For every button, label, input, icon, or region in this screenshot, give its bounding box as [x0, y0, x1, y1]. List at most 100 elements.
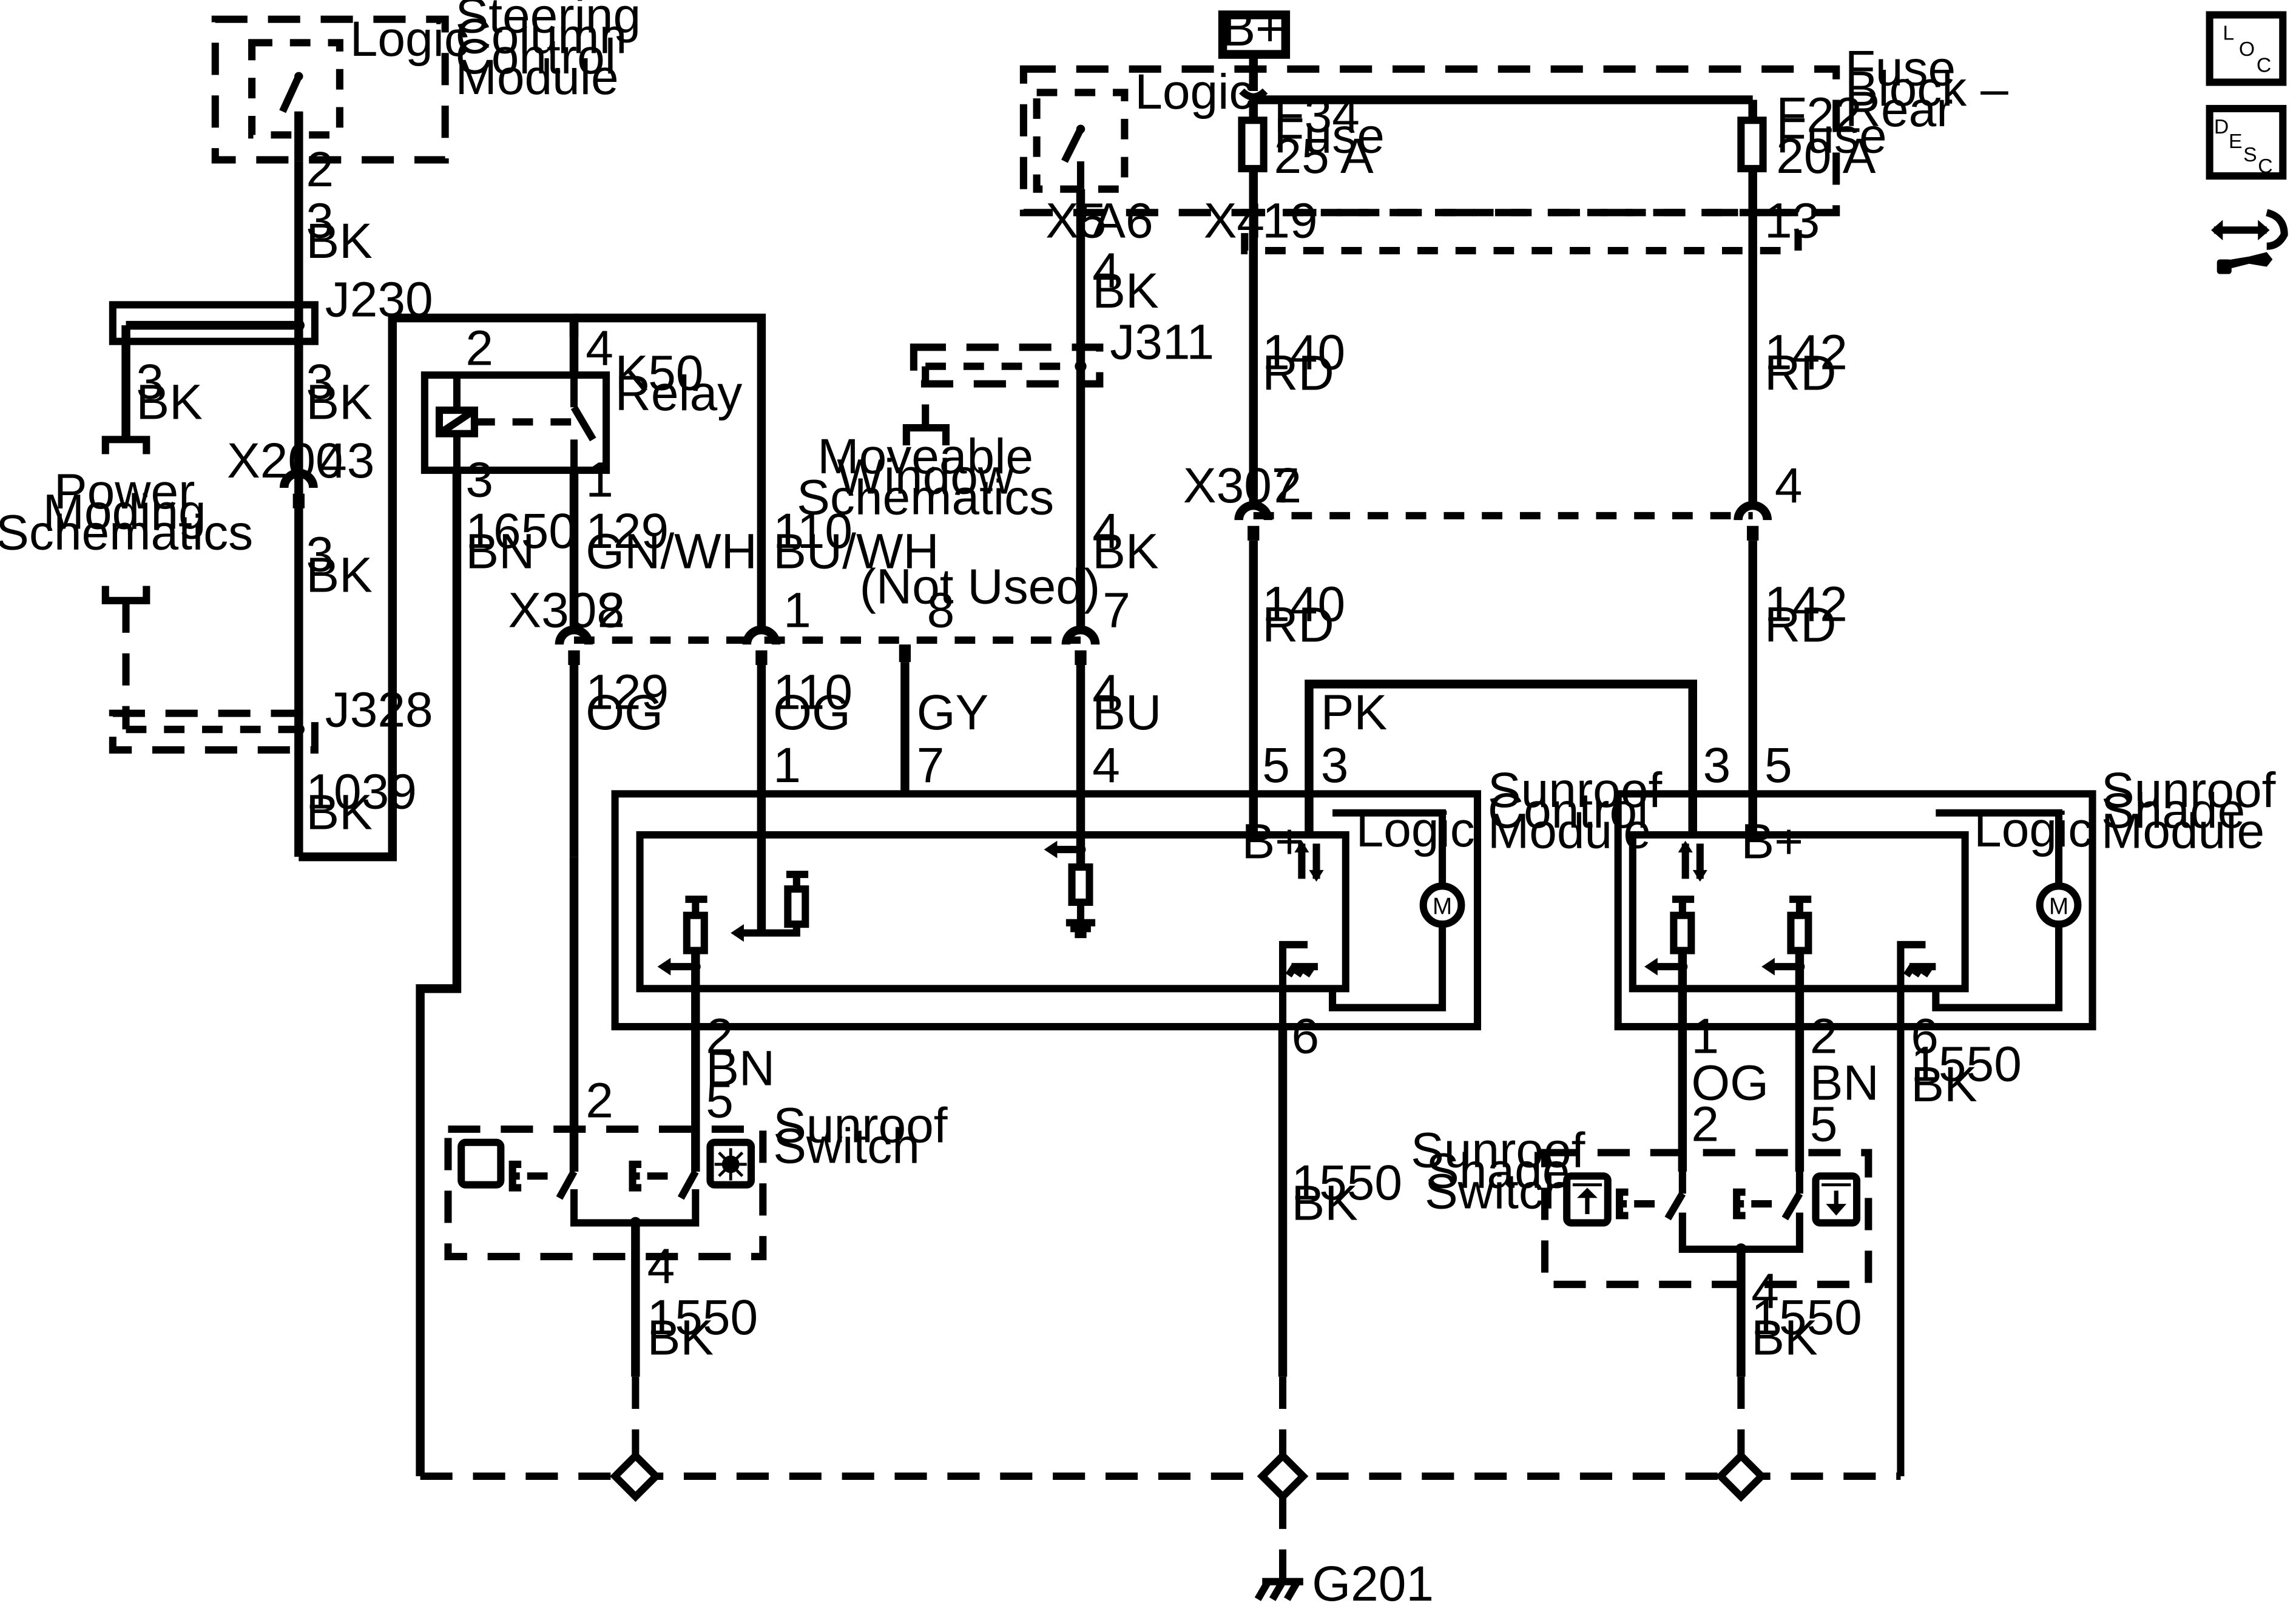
wire-color-label: BN: [706, 1041, 775, 1096]
power-moding-label: Power: [54, 464, 195, 519]
f22-fuse-icon: [1737, 116, 1767, 172]
switch-pin-label: 2: [586, 1073, 613, 1129]
j328-label: J328: [325, 682, 433, 737]
relay-contact-icon: [570, 375, 596, 471]
not-used-label: (Not Used): [860, 559, 1101, 615]
power-moding-label: Schematics: [0, 505, 253, 560]
relay-coil-icon: [435, 375, 575, 471]
k50-pin-label: 2: [465, 320, 493, 376]
ssm-label: Shade: [2101, 783, 2245, 839]
k50-label: K50: [615, 345, 704, 400]
fuse-block-label: Rear: [1845, 82, 1953, 137]
sunroof-switch-box: [444, 1125, 767, 1260]
wire-color-label: BN: [1810, 1056, 1879, 1111]
f34-label: Fuse: [1274, 108, 1385, 163]
x308-pin-label: 7: [1102, 582, 1130, 638]
location-view-button[interactable]: L O C: [2206, 11, 2287, 86]
ssm-pin-label: 3: [1703, 738, 1731, 793]
ground-splice-icon: [610, 1450, 661, 1502]
wire-color-label: BK: [1911, 1057, 1977, 1112]
k50-pin-label: 4: [586, 320, 613, 376]
wire-color-label: BK: [1092, 263, 1158, 319]
wire-color-label: 1650: [465, 504, 576, 559]
scm-pin-label: 7: [917, 738, 945, 793]
shade-open-icon: [1563, 1172, 1612, 1227]
wire-color-label: 1550: [647, 1290, 758, 1345]
ssm-b-plus-label: B+: [1741, 814, 1803, 869]
j311-label: J311: [1110, 315, 1214, 370]
desc-icon-letter: E: [2229, 130, 2243, 153]
ssm-motor-label: M: [2049, 893, 2068, 919]
scc-module-label-4: Module: [456, 50, 619, 105]
wire-color-label: BK: [306, 547, 372, 603]
ssm-pin-label: 2: [1810, 1009, 1838, 1064]
ssm-pin-label: 5: [1764, 738, 1792, 793]
f22-label: 20 A: [1776, 129, 1876, 184]
sunroof-shade-module-box: [1614, 790, 2096, 1031]
wire-color-label: OG: [586, 685, 663, 740]
sunroof-switch-label: Sunroof: [773, 1098, 948, 1153]
f22-label: Fuse: [1776, 108, 1886, 163]
shade-switch-pin-label: 2: [1691, 1096, 1719, 1152]
scm-bidirectional-arrows-icon: [1294, 840, 1324, 882]
sunroof-switch-contacts-icon: [508, 1160, 700, 1227]
x200-connector-icon: [279, 468, 318, 488]
wire-color-label: RD: [1262, 345, 1334, 400]
x308-pin-label: 2: [598, 582, 626, 638]
wire-color-label: 3: [306, 193, 334, 248]
k50-pin-label: 3: [465, 452, 493, 507]
switch-pin-label: 4: [647, 1238, 675, 1294]
desc-icon-letter: D: [2214, 115, 2229, 138]
sunroof-shade-switch-box: [1541, 1149, 1872, 1288]
scm-pin-label: 6: [1292, 1009, 1320, 1064]
desc-icon-letter: C: [2258, 155, 2272, 178]
scc-module-label-2: Column: [456, 8, 627, 64]
wire-color-label: 140: [1262, 325, 1345, 380]
ground-splice-icon: [1715, 1450, 1767, 1502]
wire-color-label: BU/WH: [773, 524, 939, 579]
wire-color-label: 1039: [306, 765, 417, 820]
ssm-pullup-resistor-icons: [1644, 896, 1812, 1172]
shade-switch-label: Switch: [1425, 1164, 1572, 1219]
ssm-logic-label: Logic: [1974, 802, 2093, 857]
wire-color-label: 3: [306, 527, 334, 582]
scm-pin-label: 5: [1262, 738, 1290, 793]
scc-module-box: [211, 15, 449, 164]
scc-module-label-1: Steering: [456, 0, 641, 43]
wire-color-label: RD: [1764, 345, 1837, 400]
wire-color-label: 1550: [1292, 1155, 1403, 1210]
wire-color-label: 3: [306, 354, 334, 410]
wire-color-label: 110: [773, 504, 853, 559]
g201-label: G201: [1312, 1556, 1434, 1612]
scm-pin-label: 2: [706, 1009, 734, 1064]
wire-color-label: BK: [647, 1311, 714, 1366]
x200-label: X200: [227, 433, 343, 488]
wire-color-label: 1550: [1751, 1290, 1862, 1345]
scc-logic-box: [248, 39, 343, 139]
power-moding-label: Moding: [43, 485, 206, 540]
wire-color-label: BN: [465, 524, 535, 579]
wire-color-label: PK: [1321, 685, 1387, 740]
wire-color-label: OG: [773, 685, 851, 740]
desc-icon-letter: S: [2243, 143, 2257, 166]
description-view-button[interactable]: D E S C: [2206, 104, 2287, 180]
scm-motor-icon: [1419, 882, 1465, 928]
ssm-motor-icon: [2036, 882, 2082, 928]
ground-splice-icon: [1257, 1450, 1309, 1502]
f34-fuse-icon: [1238, 116, 1268, 172]
fuse-block-label: Fuse: [1845, 41, 1956, 96]
wire-color-label: BK: [1292, 1176, 1358, 1231]
x5-label: X5: [1045, 193, 1106, 248]
shade-switch-pin-label: 5: [1810, 1096, 1838, 1152]
ssm-pin-label: 6: [1911, 1009, 1939, 1064]
sunroof-closed-icon: [458, 1138, 505, 1189]
j328-splice: [109, 709, 319, 754]
scm-pin-label: 3: [1321, 738, 1349, 793]
sunroof-control-module-box: [611, 790, 1482, 1031]
repair-icon[interactable]: [2211, 209, 2288, 274]
scc-pin-label: 2: [306, 142, 334, 197]
x307-terminal-icons: [1234, 501, 1772, 541]
f34-label: F34: [1274, 88, 1360, 143]
scm-pin-label: 1: [773, 738, 801, 793]
scm-motor-label: M: [1433, 893, 1452, 919]
